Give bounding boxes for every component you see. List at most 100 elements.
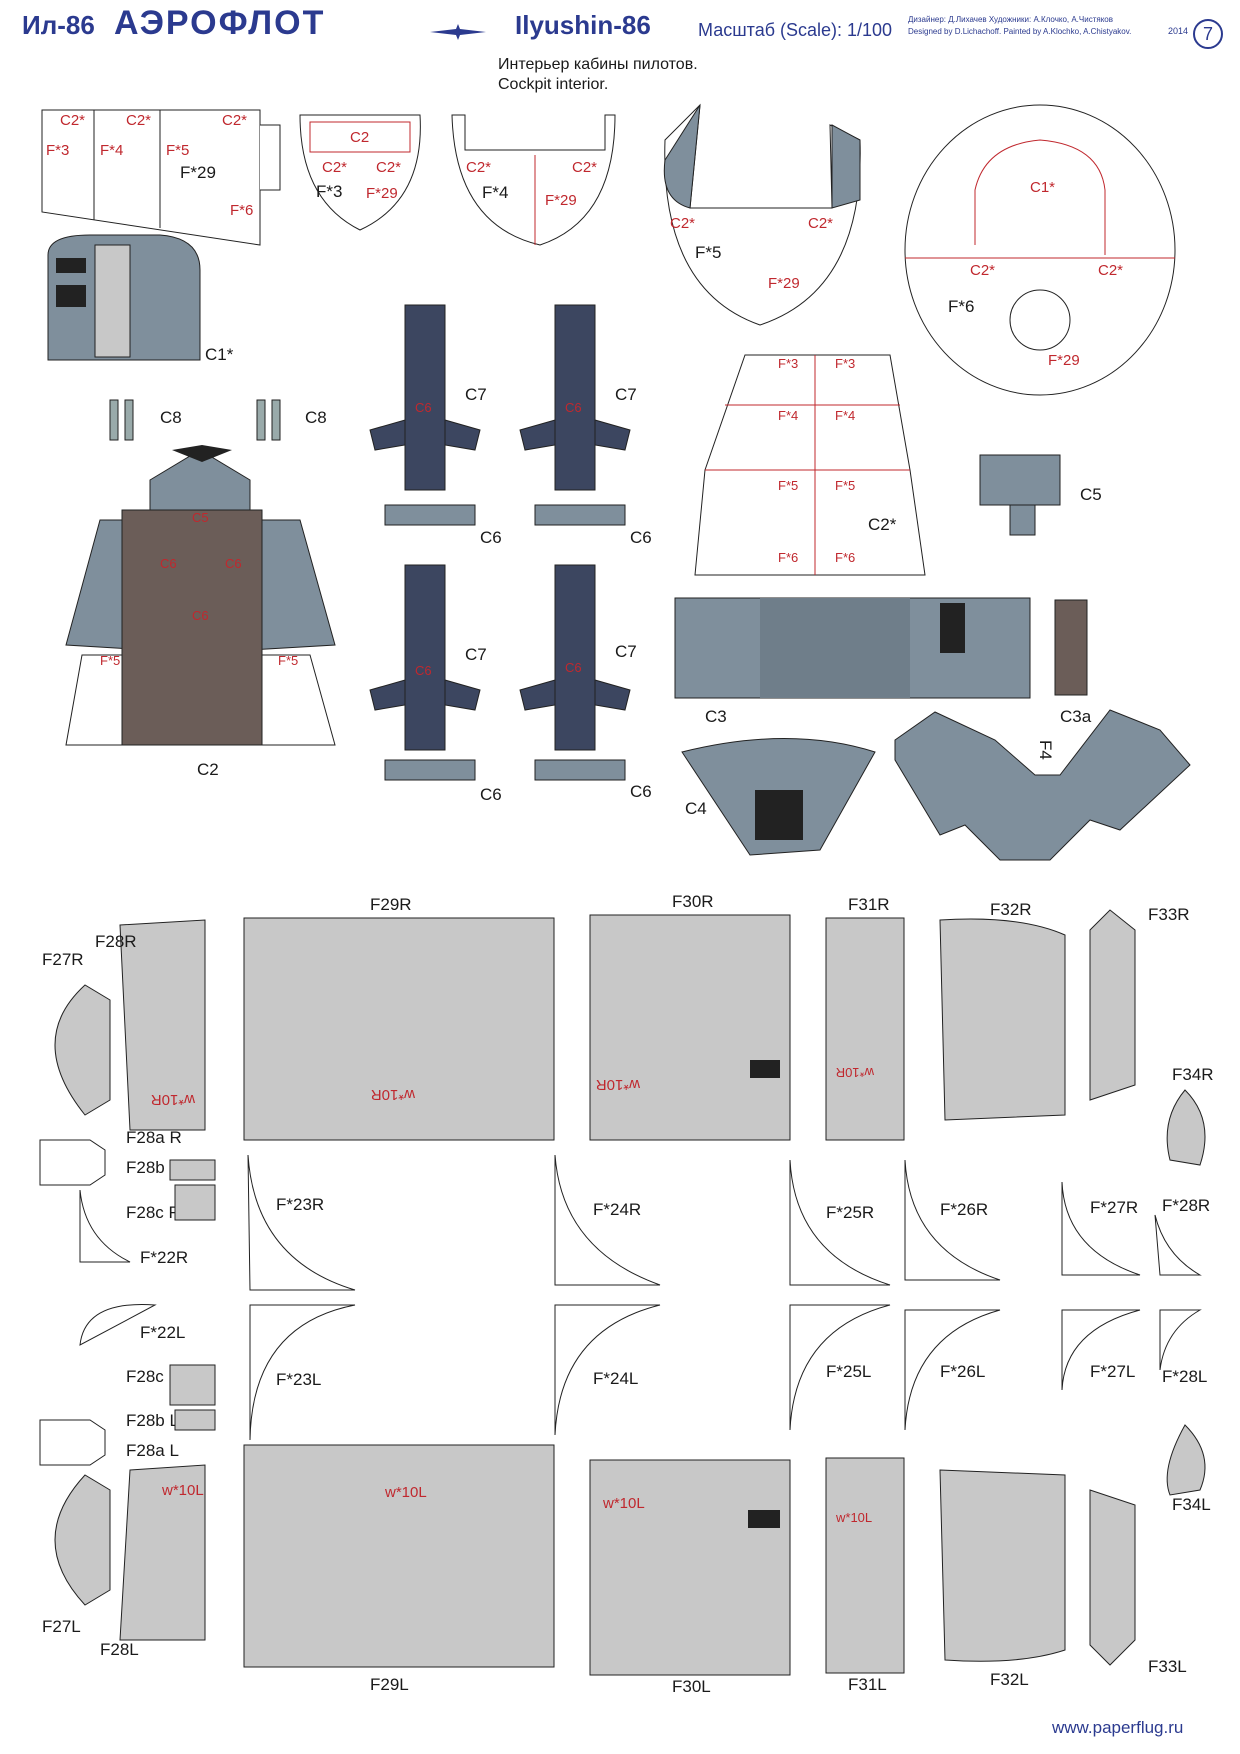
lbl-c8-a: C8 <box>160 408 182 427</box>
part-f25r[interactable]: F*25R <box>789 1159 891 1286</box>
lbl-w10r-b: w*10R <box>371 1086 416 1103</box>
part-f26l[interactable]: F*26L <box>904 1309 1001 1431</box>
part-c7-1[interactable]: C6 C7 C6 <box>369 304 502 547</box>
lbl-f22l: F*22L <box>140 1323 185 1342</box>
lbl-f24r: F*24R <box>593 1200 641 1219</box>
credits: Дизайнер: Д.Лихачев Художники: А.Клочко,… <box>908 14 1131 38</box>
lbl-c2-2: C2* <box>126 112 151 129</box>
subtitle-ru: Интерьер кабины пилотов. <box>498 56 698 73</box>
part-f24r[interactable]: F*24R <box>554 1154 661 1286</box>
part-c5[interactable]: C5 <box>979 454 1102 536</box>
lbl-c8-b: C8 <box>305 408 327 427</box>
part-f33r[interactable]: F33R <box>1089 905 1190 1101</box>
part-f28abc-l[interactable]: F28c L F28b L F28a L <box>39 1364 216 1466</box>
part-f23l[interactable]: F*23L <box>249 1304 356 1441</box>
part-f30l[interactable]: F30L w*10L <box>589 1459 791 1696</box>
part-f4[interactable]: F4 <box>894 709 1191 861</box>
lbl-c2-3: C2* <box>222 112 247 129</box>
part-bulkhead-f3[interactable]: C2 C2* C2* F*3 F*29 <box>299 114 421 231</box>
part-f23r[interactable]: F*23R <box>247 1154 356 1291</box>
lbl-f27r: F27R <box>42 950 84 969</box>
part-f34l[interactable]: F34L <box>1166 1424 1211 1514</box>
credits-ru: Дизайнер: Д.Лихачев Художники: А.Клочко,… <box>908 15 1113 24</box>
lbl-c6-4: C6 <box>630 782 652 801</box>
lbl-f31l: F31L <box>848 1675 887 1694</box>
part-f27r-tri[interactable]: F*27R <box>1061 1181 1141 1276</box>
part-c7-3[interactable]: C6 C7 C6 <box>369 564 502 804</box>
lbl-f25l: F*25L <box>826 1362 871 1381</box>
part-f30r[interactable]: F30R w*10R <box>589 892 791 1141</box>
part-f29r[interactable]: F29R w*10R <box>243 895 555 1141</box>
lbl-f5-part: F*5 <box>695 243 721 262</box>
part-f31r[interactable]: F31R w*10R <box>825 895 905 1141</box>
airline-logo-text: АЭРОФЛОТ <box>114 4 326 42</box>
lbl-w10r-a: w*10R <box>151 1091 196 1108</box>
part-bulkhead-f4[interactable]: C2* C2* F*4 F*29 <box>451 114 616 246</box>
lbl-c7-3: C7 <box>465 645 487 664</box>
part-c7-2[interactable]: C6 C7 C6 <box>519 304 652 547</box>
lbl-f29-b: F*29 <box>545 192 577 209</box>
lbl-f28al: F28a L <box>126 1441 179 1460</box>
part-f28abc-r[interactable]: F28a R F28b R F28c R <box>39 1128 216 1222</box>
part-f26r[interactable]: F*26R <box>904 1159 1001 1281</box>
part-bulkhead-f5[interactable]: C2* C2* F*5 F*29 <box>663 103 861 326</box>
part-f28l-tri[interactable]: F*28L <box>1159 1309 1207 1386</box>
lbl-w10l-c: w*10L <box>602 1495 645 1512</box>
part-f34r[interactable]: F34R <box>1166 1065 1214 1166</box>
part-f24l[interactable]: F*24L <box>554 1304 661 1436</box>
lbl-c2-f3: C2 <box>350 129 369 146</box>
credits-en: Designed by D.Lichachoff. Painted by A.K… <box>908 27 1132 36</box>
lbl-f29-c: F*29 <box>768 275 800 292</box>
part-f32r[interactable]: F32R <box>939 900 1066 1121</box>
part-f28l[interactable]: F28L w*10L <box>100 1464 206 1659</box>
lbl-f5-b: F*5 <box>835 478 855 493</box>
part-c2-floor[interactable]: C5 C6 C6 C6 F*5 F*5 C2 <box>65 445 336 779</box>
part-c7-4[interactable]: C6 C7 C6 <box>519 564 652 801</box>
lbl-c2s-h: C2* <box>1098 262 1123 279</box>
lbl-c6-s3: C6 <box>415 663 432 678</box>
lbl-c6-c: C6 <box>192 608 209 623</box>
part-c4[interactable]: C4 <box>681 738 876 856</box>
lbl-c2s-e: C2* <box>670 215 695 232</box>
lbl-f29-d: F*29 <box>1048 352 1080 369</box>
lbl-c2s-c: C2* <box>466 159 491 176</box>
part-f28r[interactable]: F28R w*10R <box>95 919 206 1131</box>
part-c2s-floor[interactable]: F*3 F*3 F*4 F*4 F*5 F*5 F*6 F*6 C2* <box>694 354 926 576</box>
part-bulkhead-panel[interactable]: C2* C2* C2* F*3 F*4 F*5 F*29 F*6 <box>41 109 281 246</box>
lbl-f6-part: F*6 <box>948 297 974 316</box>
part-c8-right[interactable]: C8 <box>256 399 327 441</box>
lbl-w10l-d: w*10L <box>835 1510 872 1525</box>
subtitle: Интерьер кабины пилотов. Cockpit interio… <box>498 55 698 95</box>
part-f27r[interactable]: F27R <box>42 950 111 1116</box>
part-f32l[interactable]: F32L <box>939 1469 1066 1689</box>
lbl-f4-a: F*4 <box>778 408 798 423</box>
part-c8-left[interactable]: C8 <box>109 399 182 441</box>
part-f33l[interactable]: F33L <box>1089 1489 1187 1676</box>
part-c3a[interactable]: C3a <box>1054 599 1092 726</box>
lbl-f28cl: F28c L <box>126 1367 178 1386</box>
lbl-c6-s4: C6 <box>565 660 582 675</box>
lbl-c2s-g: C2* <box>970 262 995 279</box>
part-f22r[interactable]: F*22R <box>79 1189 188 1267</box>
part-bulkhead-f6[interactable]: C1* C2* C2* F*6 F*29 <box>904 104 1176 396</box>
part-c3[interactable]: C3 <box>674 597 1031 726</box>
lbl-f28ar: F28a R <box>126 1128 182 1147</box>
part-f29l[interactable]: F29L w*10L <box>243 1444 555 1694</box>
lbl-f28cr: F28c R <box>126 1203 181 1222</box>
part-f25l[interactable]: F*25L <box>789 1304 891 1431</box>
part-f27l[interactable]: F27L <box>42 1474 111 1636</box>
website-link[interactable]: www.paperflug.ru <box>1052 1718 1184 1737</box>
lbl-f4-part: F*4 <box>482 183 508 202</box>
part-f27l-tri[interactable]: F*27L <box>1061 1309 1141 1391</box>
part-f28r-tri[interactable]: F*28R <box>1154 1196 1210 1276</box>
part-c1[interactable]: C1* <box>47 234 234 364</box>
model-title-ru: Ил-86 <box>22 10 95 40</box>
part-f31l[interactable]: F31L w*10L <box>825 1457 905 1694</box>
part-f22l[interactable]: F*22L <box>79 1304 185 1346</box>
lbl-f23r: F*23R <box>276 1195 324 1214</box>
lbl-c7-1: C7 <box>465 385 487 404</box>
year: 2014 <box>1168 26 1189 36</box>
lbl-f27l: F27L <box>42 1617 81 1636</box>
lbl-f23l: F*23L <box>276 1370 321 1389</box>
